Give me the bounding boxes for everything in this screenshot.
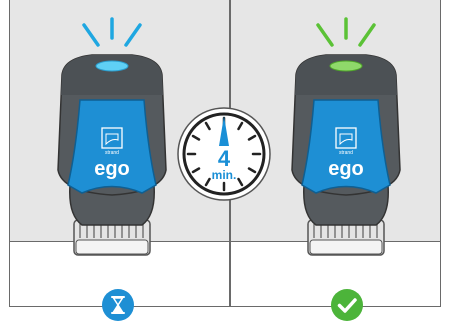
led-light xyxy=(330,61,362,71)
timer-unit: min. xyxy=(212,168,237,182)
right-device: strand ego xyxy=(256,0,416,275)
left-device: strand ego xyxy=(32,0,192,275)
timer-icon: 4 min. xyxy=(176,106,272,202)
hourglass-icon xyxy=(101,288,135,322)
led-rays xyxy=(84,19,140,45)
ego-logo: ego xyxy=(94,158,130,180)
checkmark-icon xyxy=(330,288,364,322)
ego-logo: ego xyxy=(328,158,364,180)
brand-label: strand xyxy=(105,150,119,156)
led-rays xyxy=(318,19,374,45)
brand-label: strand xyxy=(339,150,353,156)
led-light xyxy=(96,61,128,71)
